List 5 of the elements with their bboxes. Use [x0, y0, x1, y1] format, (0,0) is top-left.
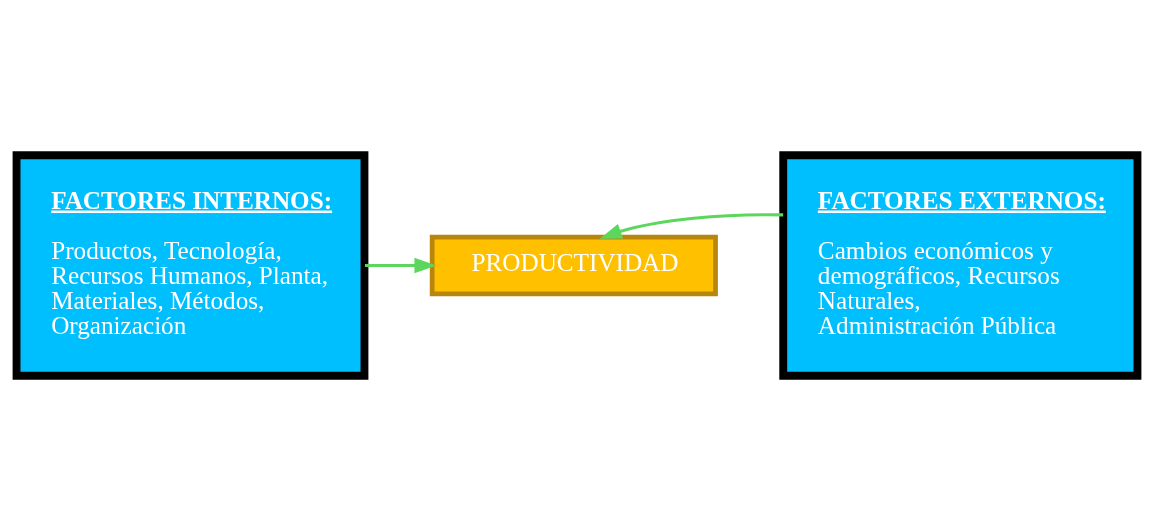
node-box: FACTORES EXTERNOS: Cambios económicos y demográficos, Recursos Naturales, Administración Pública — [779, 151, 1142, 380]
node-box: PRODUCTIVIDAD — [429, 234, 718, 297]
arrow — [364, 257, 437, 274]
arrow — [599, 213, 784, 239]
node-box: FACTORES INTERNOS: Productos, Tecnología, Recursos Humanos, Planta, Materiales, Métodos, Organización — [12, 151, 369, 380]
